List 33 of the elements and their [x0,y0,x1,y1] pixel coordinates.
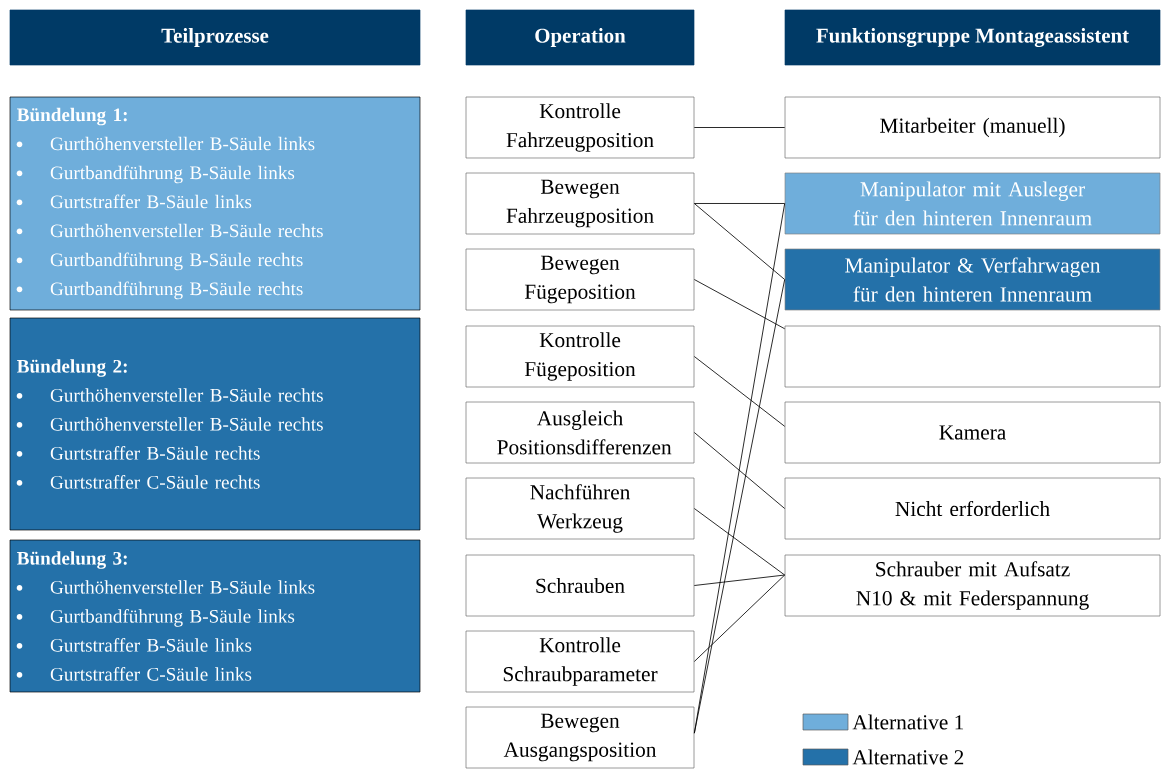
operation-box: Nachführen Werkzeug [465,477,695,540]
connector-line [693,203,786,204]
legend-label: Alternative 1 [852,714,964,730]
column-header: Teilprozesse [9,9,421,66]
function-box: Manipulator mit Ausleger für den hinteren Innenraum [784,172,1161,235]
operation-box: Bewegen Ausgangsposition [465,706,695,769]
operation-box: Bewegen Fahrzeugposition [465,172,695,235]
function-box [784,325,1161,388]
legend-label: Alternative 2 [852,749,964,765]
connector-line [693,127,786,128]
connector-line [693,203,786,280]
connector-line [693,279,786,330]
operation-box: Schrauben [465,554,695,617]
operation-box: Ausgleich Positionsdifferenzen [465,401,695,464]
connector-line [693,508,786,576]
operation-box: Kontrolle Schraubparameter [465,630,695,693]
column-header: Funktionsgruppe Montageassistent [784,9,1161,66]
connector-line [693,432,786,509]
bundle-box: Bündelung 2: Gurthöhenversteller B-Säule rechts Gurthöhenversteller B-Säule rechts Gurtstraffer B-Säule rechts Gurtstraffer C-Säule rechts [9,317,421,531]
function-box: Schrauber mit Aufsatz N10 & mit Federspannung [784,554,1161,617]
column-header: Operation [465,9,695,66]
operation-box: Kontrolle Fügeposition [465,325,695,388]
bundle-box: Bündelung 3: Gurthöhenversteller B-Säule links Gurtbandführung B-Säule links Gurtstraffer B-Säule links Gurtstraffer C-Säule links [9,539,421,693]
function-box: Kamera [784,401,1161,464]
connector-line [693,356,786,427]
operation-box: Bewegen Fügeposition [465,248,695,311]
function-box: Nicht erforderlich [784,477,1161,540]
function-box: Mitarbeiter (manuell) [784,96,1161,159]
connector-line [693,574,786,586]
bundle-box: Bündelung 1: Gurthöhenversteller B-Säule links Gurtbandführung B-Säule links Gurtstraffer B-Säule links Gurthöhenversteller B-Säule rechts Gurtbandführung B-Säule rechts Gurtbandführung B-Säule rechts [9,96,421,311]
connector-line [693,574,786,662]
operation-box: Kontrolle Fahrzeugposition [465,96,695,159]
function-box: Manipulator & Verfahrwagen für den hinteren Innenraum [784,248,1161,311]
